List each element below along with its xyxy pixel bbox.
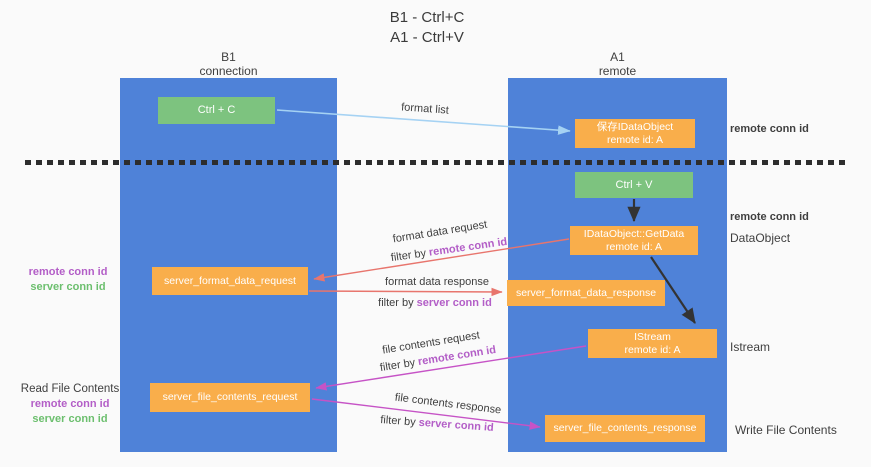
format-list-label: format list [400,101,450,117]
format-data-response-label: format data response [385,276,489,288]
istream-box: IStream remote id: A [588,329,717,358]
title-line-1: B1 - Ctrl+C [389,9,465,26]
file-contents-response-label: file contents response [394,391,502,417]
lane-a1-name: A1 [610,50,625,64]
save-idataobject-line2: remote id: A [606,133,664,146]
ctrl-c-box: Ctrl + C [158,97,275,124]
filter-by-text: filter by [379,414,417,429]
getdata-box: IDataObject::GetData remote id: A [570,226,698,255]
dashed-separator [25,160,845,165]
server-file-contents-response-box: server_file_contents_response [545,415,705,442]
server-conn-id-text: server conn id [416,297,492,309]
save-idataobject-box: 保存IDataObject remote id: A [575,119,695,148]
getdata-line1: IDataObject::GetData [583,227,685,240]
filter-by-text: filter by [378,297,414,309]
filter-by-text: filter by [379,356,417,375]
server-format-data-response-box: server_format_data_response [507,280,665,306]
remote-conn-id-text: remote conn id [30,398,110,410]
server-file-contents-request-box: server_file_contents_request [150,383,310,412]
istream-line1: IStream [634,330,671,343]
format-data-response-arrow [308,287,503,297]
title-line-2: A1 - Ctrl+V [390,29,464,46]
remote-conn-id-text: remote conn id [28,266,108,278]
ctrl-v-label: Ctrl + V [615,178,653,191]
lane-header-a1: A1 remote [508,50,727,78]
remote-conn-id-annotation-mid: remote conn id [730,211,809,223]
read-file-contents-text: Read File Contents [20,383,120,395]
ctrl-c-label: Ctrl + C [197,104,236,116]
lane-b1-role: connection [199,64,258,78]
server-format-data-response-label: server_format_data_response [515,286,657,299]
remote-conn-id-annotation-top: remote conn id [730,123,809,135]
server-file-contents-response-label: server_file_contents_response [553,422,697,434]
istream-line2: remote id: A [624,343,681,356]
lane-b1-name: B1 [221,50,236,64]
remote-conn-id-text: remote conn id [428,235,508,259]
server-conn-id-text: server conn id [32,413,108,425]
read-file-contents-annotations: Read File Contents remote conn id server… [18,382,122,427]
diagram-title: B1 - Ctrl+C A1 - Ctrl+V [332,8,522,48]
lane-header-b1: B1 connection [120,50,337,78]
filter-by-text: filter by [390,247,427,265]
lane-a1-role: remote [598,64,637,78]
left-conn-id-annotations: remote conn id server conn id [18,265,118,295]
server-format-data-request-label: server_format_data_request [164,274,296,287]
write-file-contents-annotation: Write File Contents [735,423,837,437]
istream-annotation: Istream [730,340,771,354]
server-format-data-request-box: server_format_data_request [152,267,308,295]
getdata-line2: remote id: A [605,240,663,253]
save-idataobject-line1: 保存IDataObject [596,120,674,133]
server-conn-id-text: server conn id [418,416,495,434]
dataobject-annotation: DataObject [730,231,791,245]
server-conn-id-text: server conn id [30,281,106,293]
server-file-contents-request-label: server_file_contents_request [162,391,298,403]
ctrl-v-box: Ctrl + V [575,172,693,198]
